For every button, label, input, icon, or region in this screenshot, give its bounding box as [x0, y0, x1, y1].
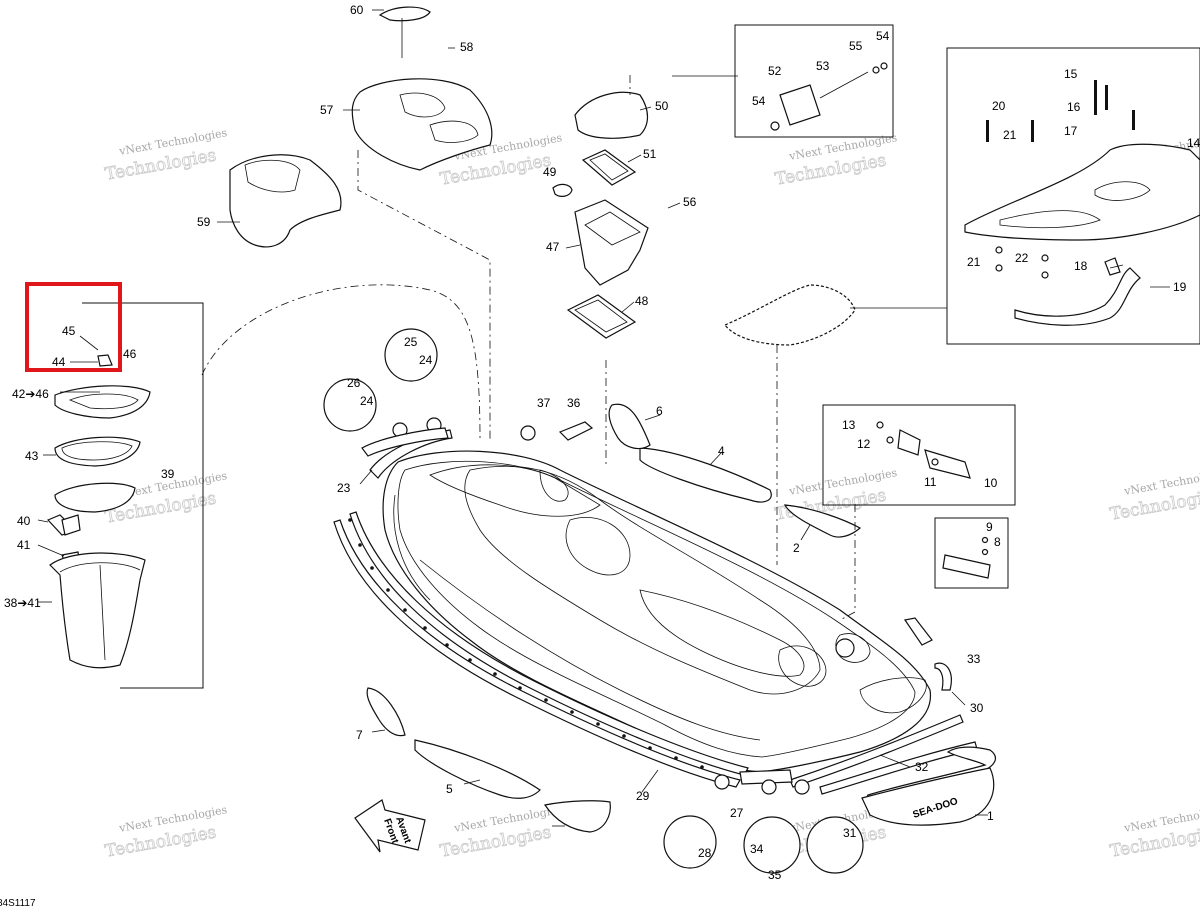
callout-57: 57	[320, 103, 334, 117]
callout-18: 18	[1074, 259, 1088, 273]
callout-50: 50	[655, 99, 669, 113]
callout-54-top: 54	[876, 29, 890, 43]
callout-1: 1	[987, 809, 994, 823]
callout-30: 30	[970, 701, 984, 715]
callout-8: 8	[994, 535, 1001, 549]
callout-47: 47	[546, 240, 560, 254]
hull-decal: SEA-DOO	[861, 746, 997, 826]
front-cover-parts	[229, 6, 493, 248]
callout-39: 39	[161, 467, 175, 481]
callout-38-41: 38➔41	[4, 596, 41, 610]
callout-49: 49	[543, 165, 557, 179]
mid-right-hardware	[822, 404, 1016, 646]
callouts: 60 58 57 59 50 51 49 47 48 56 52 53 55 5…	[4, 3, 1200, 882]
rail-screws	[348, 518, 704, 769]
callout-2: 2	[793, 541, 800, 555]
callout-51: 51	[643, 147, 657, 161]
hull-assembly	[333, 429, 978, 795]
callout-21-bottom: 21	[967, 255, 981, 269]
highlight-box	[25, 282, 122, 372]
latch-parts	[734, 24, 894, 138]
callout-60: 60	[350, 3, 364, 17]
callout-28: 28	[698, 846, 712, 860]
callout-16: 16	[1067, 100, 1081, 114]
callout-24-left: 24	[360, 394, 374, 408]
callout-56: 56	[683, 195, 697, 209]
callout-23: 23	[337, 481, 351, 495]
callout-40: 40	[17, 514, 31, 528]
callout-20: 20	[992, 99, 1006, 113]
callout-44: 44	[52, 355, 66, 369]
front-arrow: Front Avant	[354, 799, 426, 853]
callout-21-top: 21	[1003, 128, 1017, 142]
reference-code: 84S1117	[0, 898, 36, 907]
callout-27: 27	[730, 806, 744, 820]
callout-48: 48	[635, 294, 649, 308]
decals-and-pads	[366, 403, 862, 833]
callout-33: 33	[967, 652, 981, 666]
callout-52: 52	[768, 64, 782, 78]
callout-36: 36	[567, 396, 581, 410]
callout-26: 26	[347, 376, 361, 390]
seat-outline	[724, 284, 856, 346]
callout-24-top: 24	[419, 353, 433, 367]
callout-4: 4	[718, 444, 725, 458]
callout-9: 9	[986, 520, 993, 534]
left-storage-parts	[46, 302, 204, 689]
callout-42-46: 42➔46	[12, 387, 49, 401]
callout-17: 17	[1064, 124, 1078, 138]
callout-19: 19	[1173, 280, 1187, 294]
callout-6: 6	[656, 404, 663, 418]
storage-parts	[552, 91, 649, 339]
callout-12: 12	[857, 437, 871, 451]
callout-58: 58	[460, 40, 474, 54]
callout-37: 37	[537, 396, 551, 410]
callout-34: 34	[750, 842, 764, 856]
callout-46: 46	[123, 347, 137, 361]
seat-bolts	[986, 80, 1135, 279]
callout-41: 41	[17, 538, 31, 552]
callout-35: 35	[768, 868, 782, 882]
callout-15: 15	[1064, 67, 1078, 81]
callout-31: 31	[843, 826, 857, 840]
callout-10: 10	[984, 476, 998, 490]
callout-45: 45	[62, 324, 76, 338]
seat-parts	[946, 47, 1200, 345]
callout-29: 29	[636, 789, 650, 803]
callout-13: 13	[842, 418, 856, 432]
callout-59: 59	[197, 215, 211, 229]
leader-lines	[37, 9, 1170, 827]
callout-43: 43	[25, 449, 39, 463]
callout-5: 5	[446, 782, 453, 796]
callout-22: 22	[1015, 251, 1029, 265]
callout-32: 32	[915, 760, 929, 774]
callout-25: 25	[404, 335, 418, 349]
callout-11: 11	[924, 475, 937, 489]
callout-7: 7	[356, 728, 363, 742]
fastener-detail-circles	[323, 328, 864, 874]
callout-53: 53	[816, 59, 830, 73]
callout-54-left: 54	[752, 94, 766, 108]
callout-55: 55	[849, 39, 863, 53]
callout-14: 14	[1187, 136, 1200, 150]
